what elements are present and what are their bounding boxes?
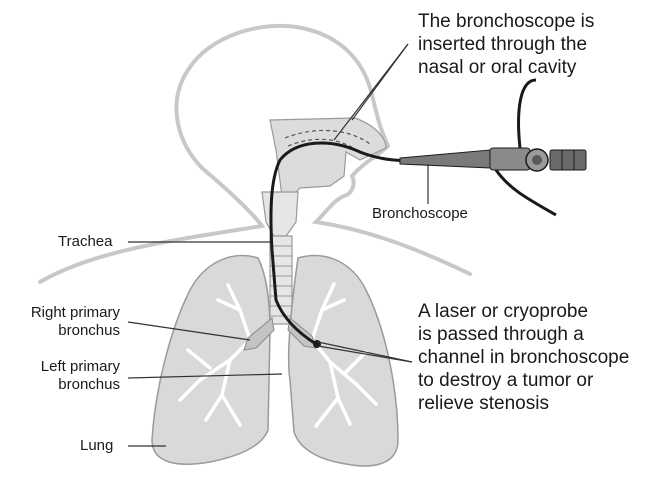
right-lung (152, 256, 270, 465)
right-primary-bronchus-label: Right primary bronchus (0, 304, 120, 340)
laser-line-4: to destroy a tumor or (418, 369, 629, 392)
right-primary-bronchus-line-2: bronchus (0, 322, 120, 340)
knob-center (532, 155, 542, 165)
laser-line-1: A laser or cryoprobe (418, 300, 629, 323)
right-primary-bronchus-line-1: Right primary (0, 304, 120, 322)
bronchoscope-eyepiece (550, 150, 586, 170)
insertion-line-1: The bronchoscope is (418, 10, 594, 33)
insertion-line-3: nasal or oral cavity (418, 56, 594, 79)
nasal-oral-cavity (270, 118, 386, 196)
laser-line-5: relieve stenosis (418, 392, 629, 415)
bronchoscope-lower-cable (496, 170, 556, 215)
left-primary-bronchus-line-2: bronchus (0, 376, 120, 394)
laser-line-2: is passed through a (418, 323, 629, 346)
left-lung (289, 256, 398, 466)
laser-label: A laser or cryoprobe is passed through a… (418, 300, 629, 415)
left-primary-bronchus-label: Left primary bronchus (0, 358, 120, 394)
bronchoscope-shaft (400, 150, 490, 168)
laser-line-3: channel in bronchoscope (418, 346, 629, 369)
bronchoscope-label: Bronchoscope (372, 205, 468, 223)
insertion-line-2: inserted through the (418, 33, 594, 56)
bronchoscope-handle (490, 148, 530, 170)
trachea-label: Trachea (58, 233, 112, 251)
left-primary-bronchus-line-1: Left primary (0, 358, 120, 376)
insertion-label: The bronchoscope is inserted through the… (418, 10, 594, 79)
bronchoscope-light-cable (519, 80, 536, 148)
lung-label: Lung (80, 437, 113, 455)
larynx (262, 192, 298, 236)
